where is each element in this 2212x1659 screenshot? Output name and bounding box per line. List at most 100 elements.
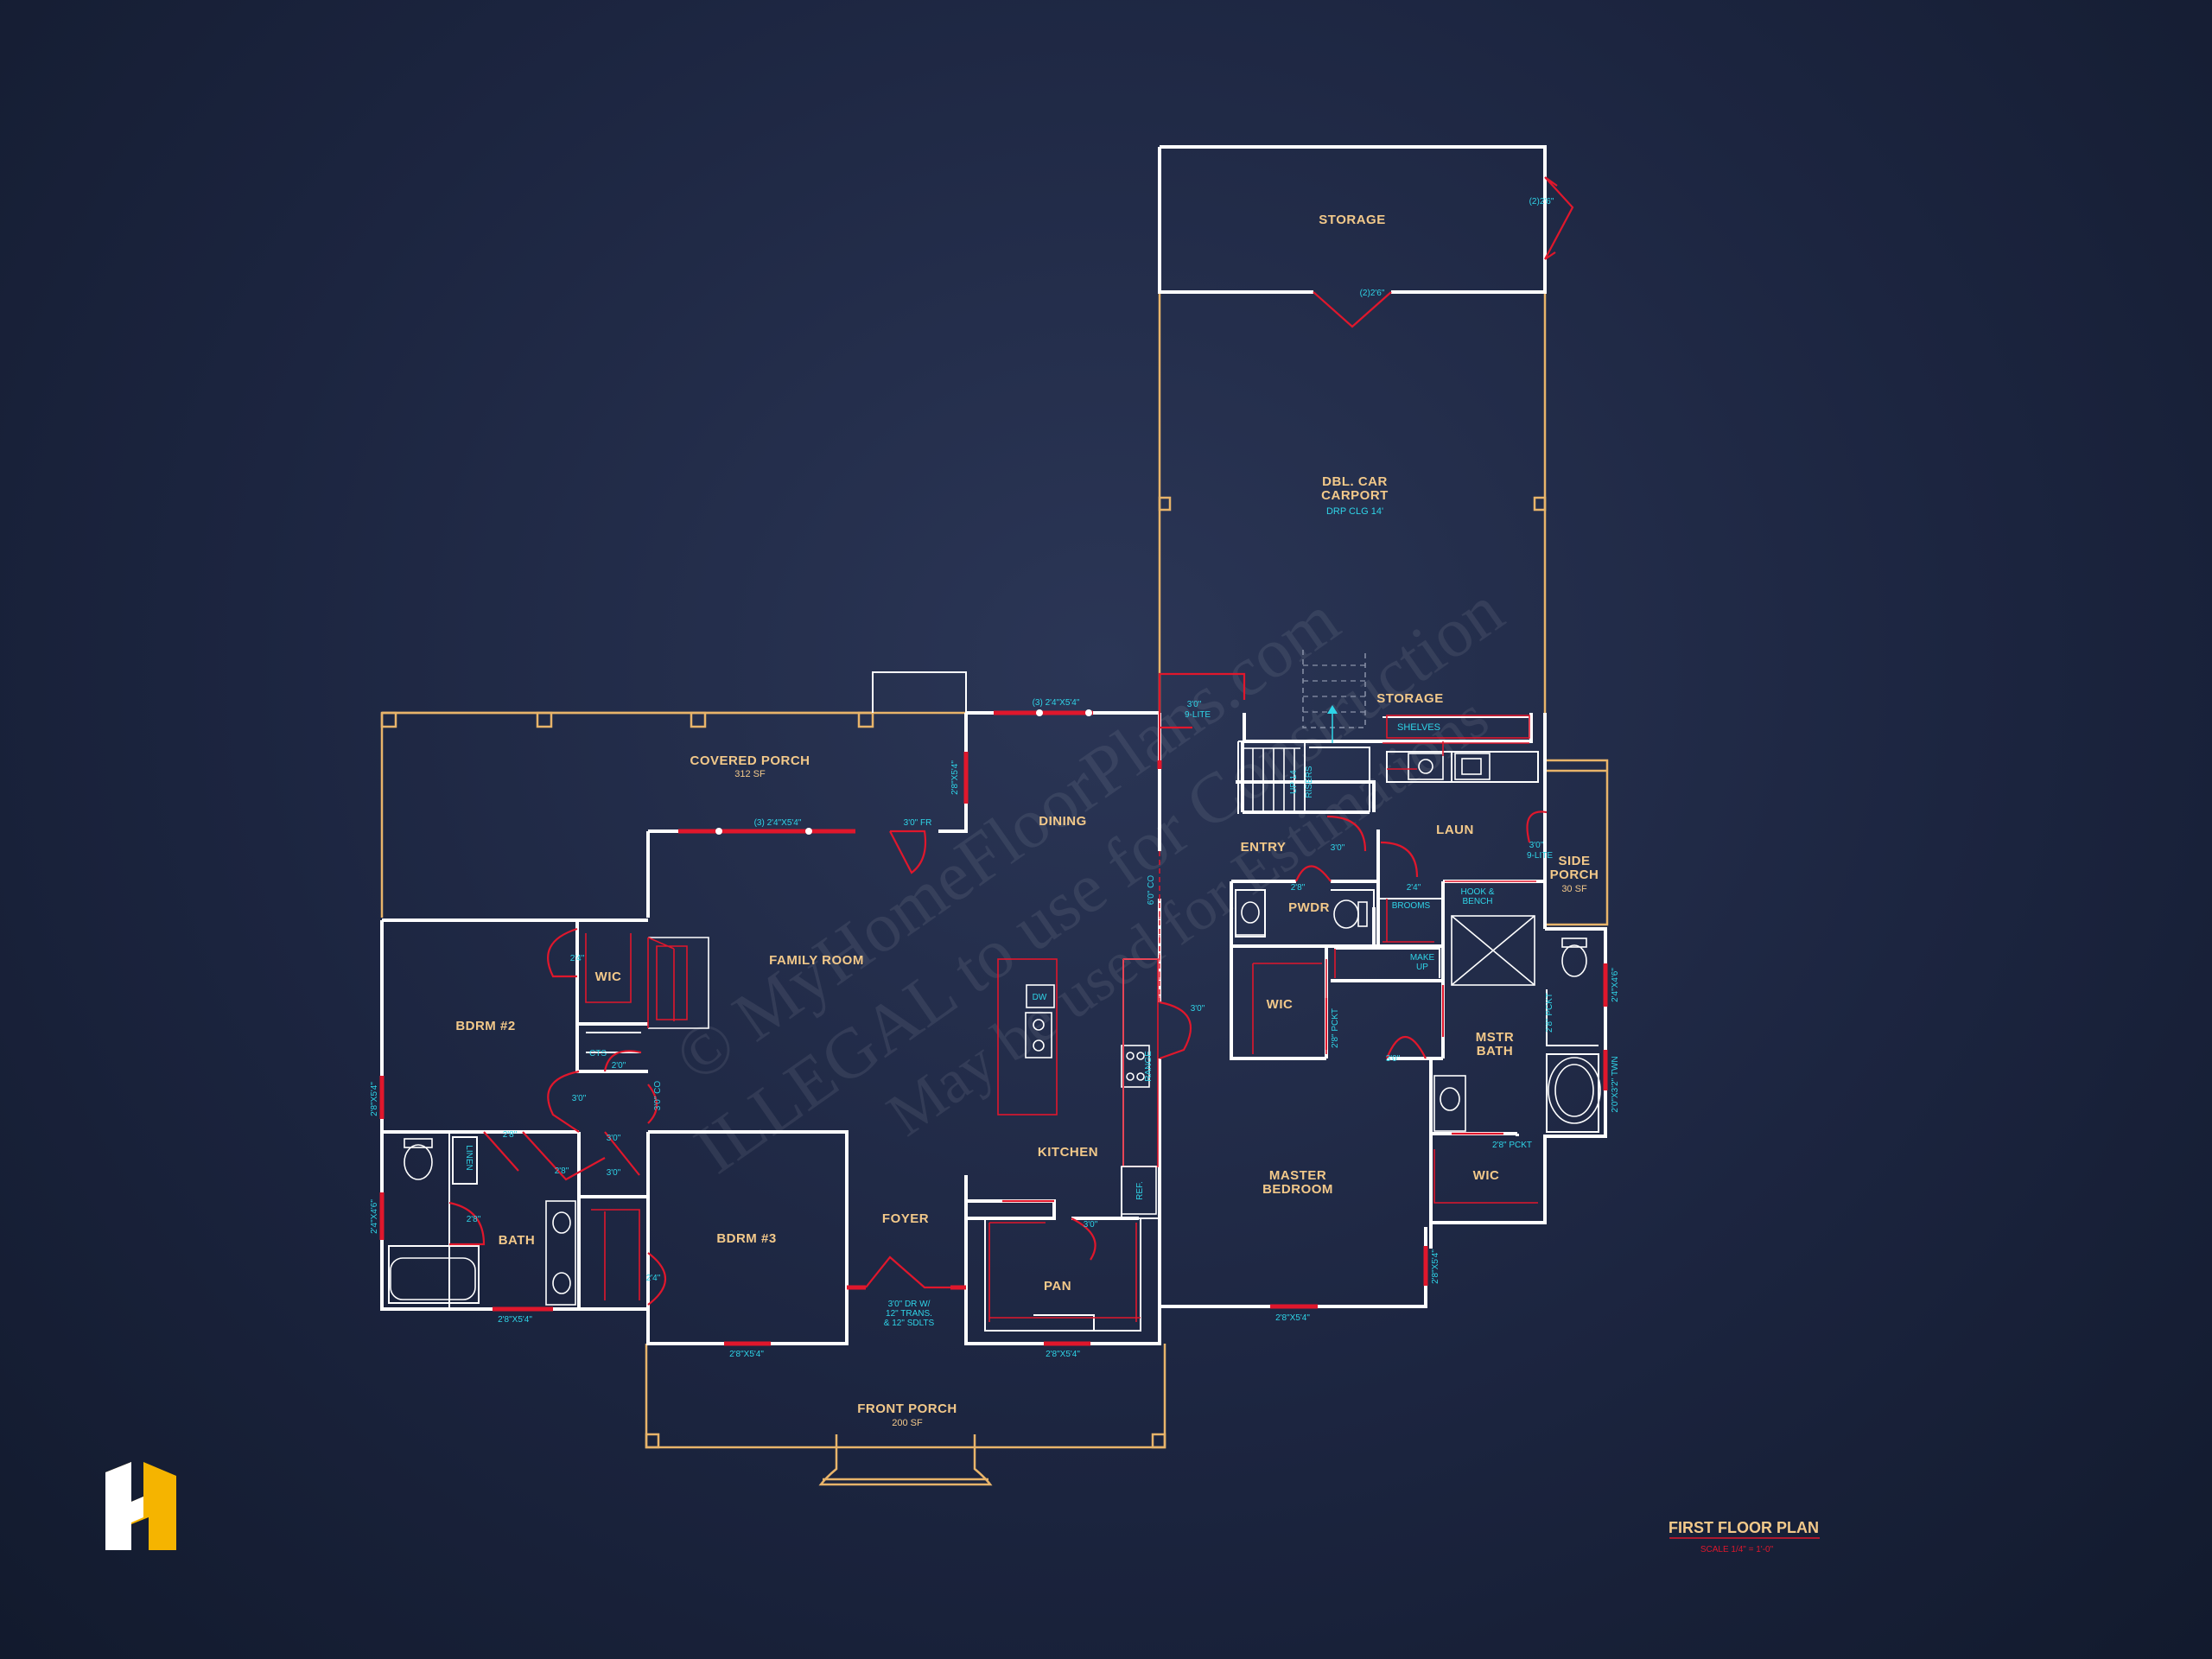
callout-wic-left-door: 2'4" [570, 954, 585, 963]
callout-wic-pckt: 2'8" PCKT [1331, 1008, 1340, 1048]
callout-master-right-win: 2'8"X5'4" [1431, 1249, 1440, 1284]
label-make-up-2: UP [1416, 963, 1428, 972]
callout-bath-win: 2'4"X4'6" [370, 1199, 379, 1234]
callout-dining-left-win: 2'8"X5'4" [950, 760, 960, 795]
plan-scale: SCALE 1/4" = 1'-0" [1700, 1545, 1774, 1554]
label-covered-porch: COVERED PORCH [690, 753, 810, 768]
callout-hall-door-1: 2'8" [503, 1130, 518, 1140]
label-ref: REF. [1135, 1181, 1145, 1200]
label-mstr-bath-1: MSTR [1476, 1030, 1515, 1045]
label-storage-small: STORAGE [1376, 691, 1443, 706]
label-cts: CTS [589, 1049, 607, 1058]
callout-mb-pckt-2: 2'8" PCKT [1492, 1141, 1532, 1150]
label-side-porch-2: PORCH [1550, 868, 1599, 882]
label-entry: ENTRY [1241, 840, 1287, 855]
callout-pan-door: 3'0" [1084, 1220, 1098, 1230]
callout-mstr-door: 3'0" [1386, 1054, 1401, 1064]
callout-bdrm3-win: 2'8"X5'4" [729, 1350, 764, 1359]
label-foyer: FOYER [882, 1211, 929, 1226]
callout-master-win: 2'8"X5'4" [1275, 1313, 1310, 1323]
label-risers: RISERS [1305, 766, 1314, 798]
callout-bdrm2-win: 2'8"X5'4" [370, 1082, 379, 1116]
label-dining: DINING [1039, 814, 1087, 829]
label-mstr-bath-2: BATH [1477, 1044, 1514, 1058]
label-wic-bath: WIC [1473, 1168, 1500, 1183]
label-bdrm2: BDRM #2 [455, 1019, 515, 1033]
label-kitchen: KITCHEN [1038, 1145, 1098, 1160]
label-shelves: SHELVES [1397, 722, 1440, 733]
label-master-1: MASTER [1269, 1168, 1326, 1183]
label-front-porch-sf: 200 SF [892, 1418, 923, 1428]
callout-kitchen-door: 3'0" [1191, 1004, 1205, 1014]
double-vanity [545, 1200, 576, 1306]
kitchen-sink [1025, 1012, 1052, 1058]
range [1121, 1045, 1150, 1088]
callout-storage-door-right: (2)2'6" [1529, 197, 1554, 207]
label-linen: LINEN [464, 1145, 474, 1170]
label-carport-2: CARPORT [1321, 488, 1389, 503]
label-wic-left: WIC [595, 969, 622, 984]
kitchen-island [997, 958, 1058, 1116]
porch-outlines [380, 294, 1609, 1486]
callout-storage-door-bottom: (2)2'6" [1360, 289, 1385, 298]
label-brooms: BROOMS [1392, 901, 1431, 911]
label-pan: PAN [1044, 1279, 1071, 1294]
bathtub-left [390, 1257, 476, 1300]
label-range: RANGE [1144, 1051, 1154, 1082]
callout-hall-door-3: 3'0" [607, 1168, 621, 1178]
label-side-porch-sf: 30 SF [1561, 884, 1587, 894]
callout-mb-win: 2'4"X4'6" [1611, 968, 1620, 1002]
label-up-14: UP 14 [1289, 770, 1299, 794]
callout-laun-door: 3'0" [1529, 841, 1544, 850]
label-side-porch-1: SIDE [1558, 854, 1590, 868]
label-bath: BATH [499, 1233, 536, 1248]
label-hook-bench-2: BENCH [1462, 897, 1492, 906]
label-storage-top: STORAGE [1319, 213, 1385, 227]
callouts: (2)2'6" (2)2'6" (3) 2'4"X5'4" 3'0" 9-LIT… [370, 197, 1620, 1359]
label-carport-1: DBL. CAR [1322, 474, 1388, 489]
label-make-up-1: MAKE [1410, 953, 1435, 963]
label-bdrm3: BDRM #3 [716, 1231, 776, 1246]
callout-front-door-3: & 12" SDLTS [884, 1319, 935, 1328]
label-hook-bench-1: HOOK & [1461, 887, 1495, 897]
label-master-2: BEDROOM [1262, 1182, 1333, 1197]
callout-front-door-1: 3'0" DR W/ [888, 1300, 931, 1309]
callout-entry-door: 3'0" [1187, 700, 1202, 709]
house-logo-icon [105, 1462, 176, 1550]
callout-front-door-2: 12" TRANS. [886, 1309, 932, 1319]
label-front-porch: FRONT PORCH [857, 1402, 957, 1416]
label-carport-note: DRP CLG 14' [1326, 506, 1383, 517]
callout-bath-door: 2'8" [467, 1215, 481, 1224]
callout-family-windows: (3) 2'4"X5'4" [754, 818, 802, 828]
callout-co-small: 3'0" CO [653, 1081, 663, 1111]
callout-entry-lite: 9-LITE [1185, 710, 1211, 720]
callout-entry-inner: 3'0" [1331, 843, 1345, 853]
callout-hall-door-2: 3'0" [607, 1134, 621, 1143]
room-labels: STORAGE DBL. CAR CARPORT DRP CLG 14' STO… [455, 213, 1599, 1428]
callout-brooms-door: 2'4" [1407, 883, 1421, 893]
callout-pwdr-door: 2'8" [1291, 883, 1306, 893]
callout-bath-win-bottom: 2'8"X5'4" [498, 1315, 532, 1325]
stairs [1242, 650, 1366, 812]
fixtures [390, 715, 1601, 1322]
watermark-line-2: ILLEGAL to use for Construction [681, 570, 1517, 1188]
callout-linen-door: 2'8" [555, 1166, 569, 1176]
callout-family-fr: 3'0" FR [904, 818, 932, 828]
callout-bdrm2-door: 3'0" [572, 1094, 587, 1103]
plan-title: FIRST FLOOR PLAN [1669, 1519, 1819, 1536]
callout-bdrm3-door: 2'4" [646, 1274, 661, 1283]
label-dw: DW [1033, 993, 1047, 1002]
label-laun: LAUN [1436, 823, 1474, 837]
label-family-room: FAMILY ROOM [769, 953, 864, 968]
callout-laun-lite: 9-LITE [1527, 851, 1553, 861]
callout-dining-windows: (3) 2'4"X5'4" [1033, 698, 1080, 708]
callout-cts-door: 2'0" [612, 1061, 626, 1071]
title-block: FIRST FLOOR PLAN SCALE 1/4" = 1'-0" [1669, 1519, 1820, 1554]
label-wic-master: WIC [1267, 997, 1294, 1012]
windows [379, 709, 1608, 1346]
toilet-left [404, 1144, 433, 1180]
callout-pan-win: 2'8"X5'4" [1046, 1350, 1080, 1359]
refrigerator [1121, 1166, 1157, 1215]
watermark: © MyHomeFloorPlans.com ILLEGAL to use fo… [661, 570, 1517, 1188]
